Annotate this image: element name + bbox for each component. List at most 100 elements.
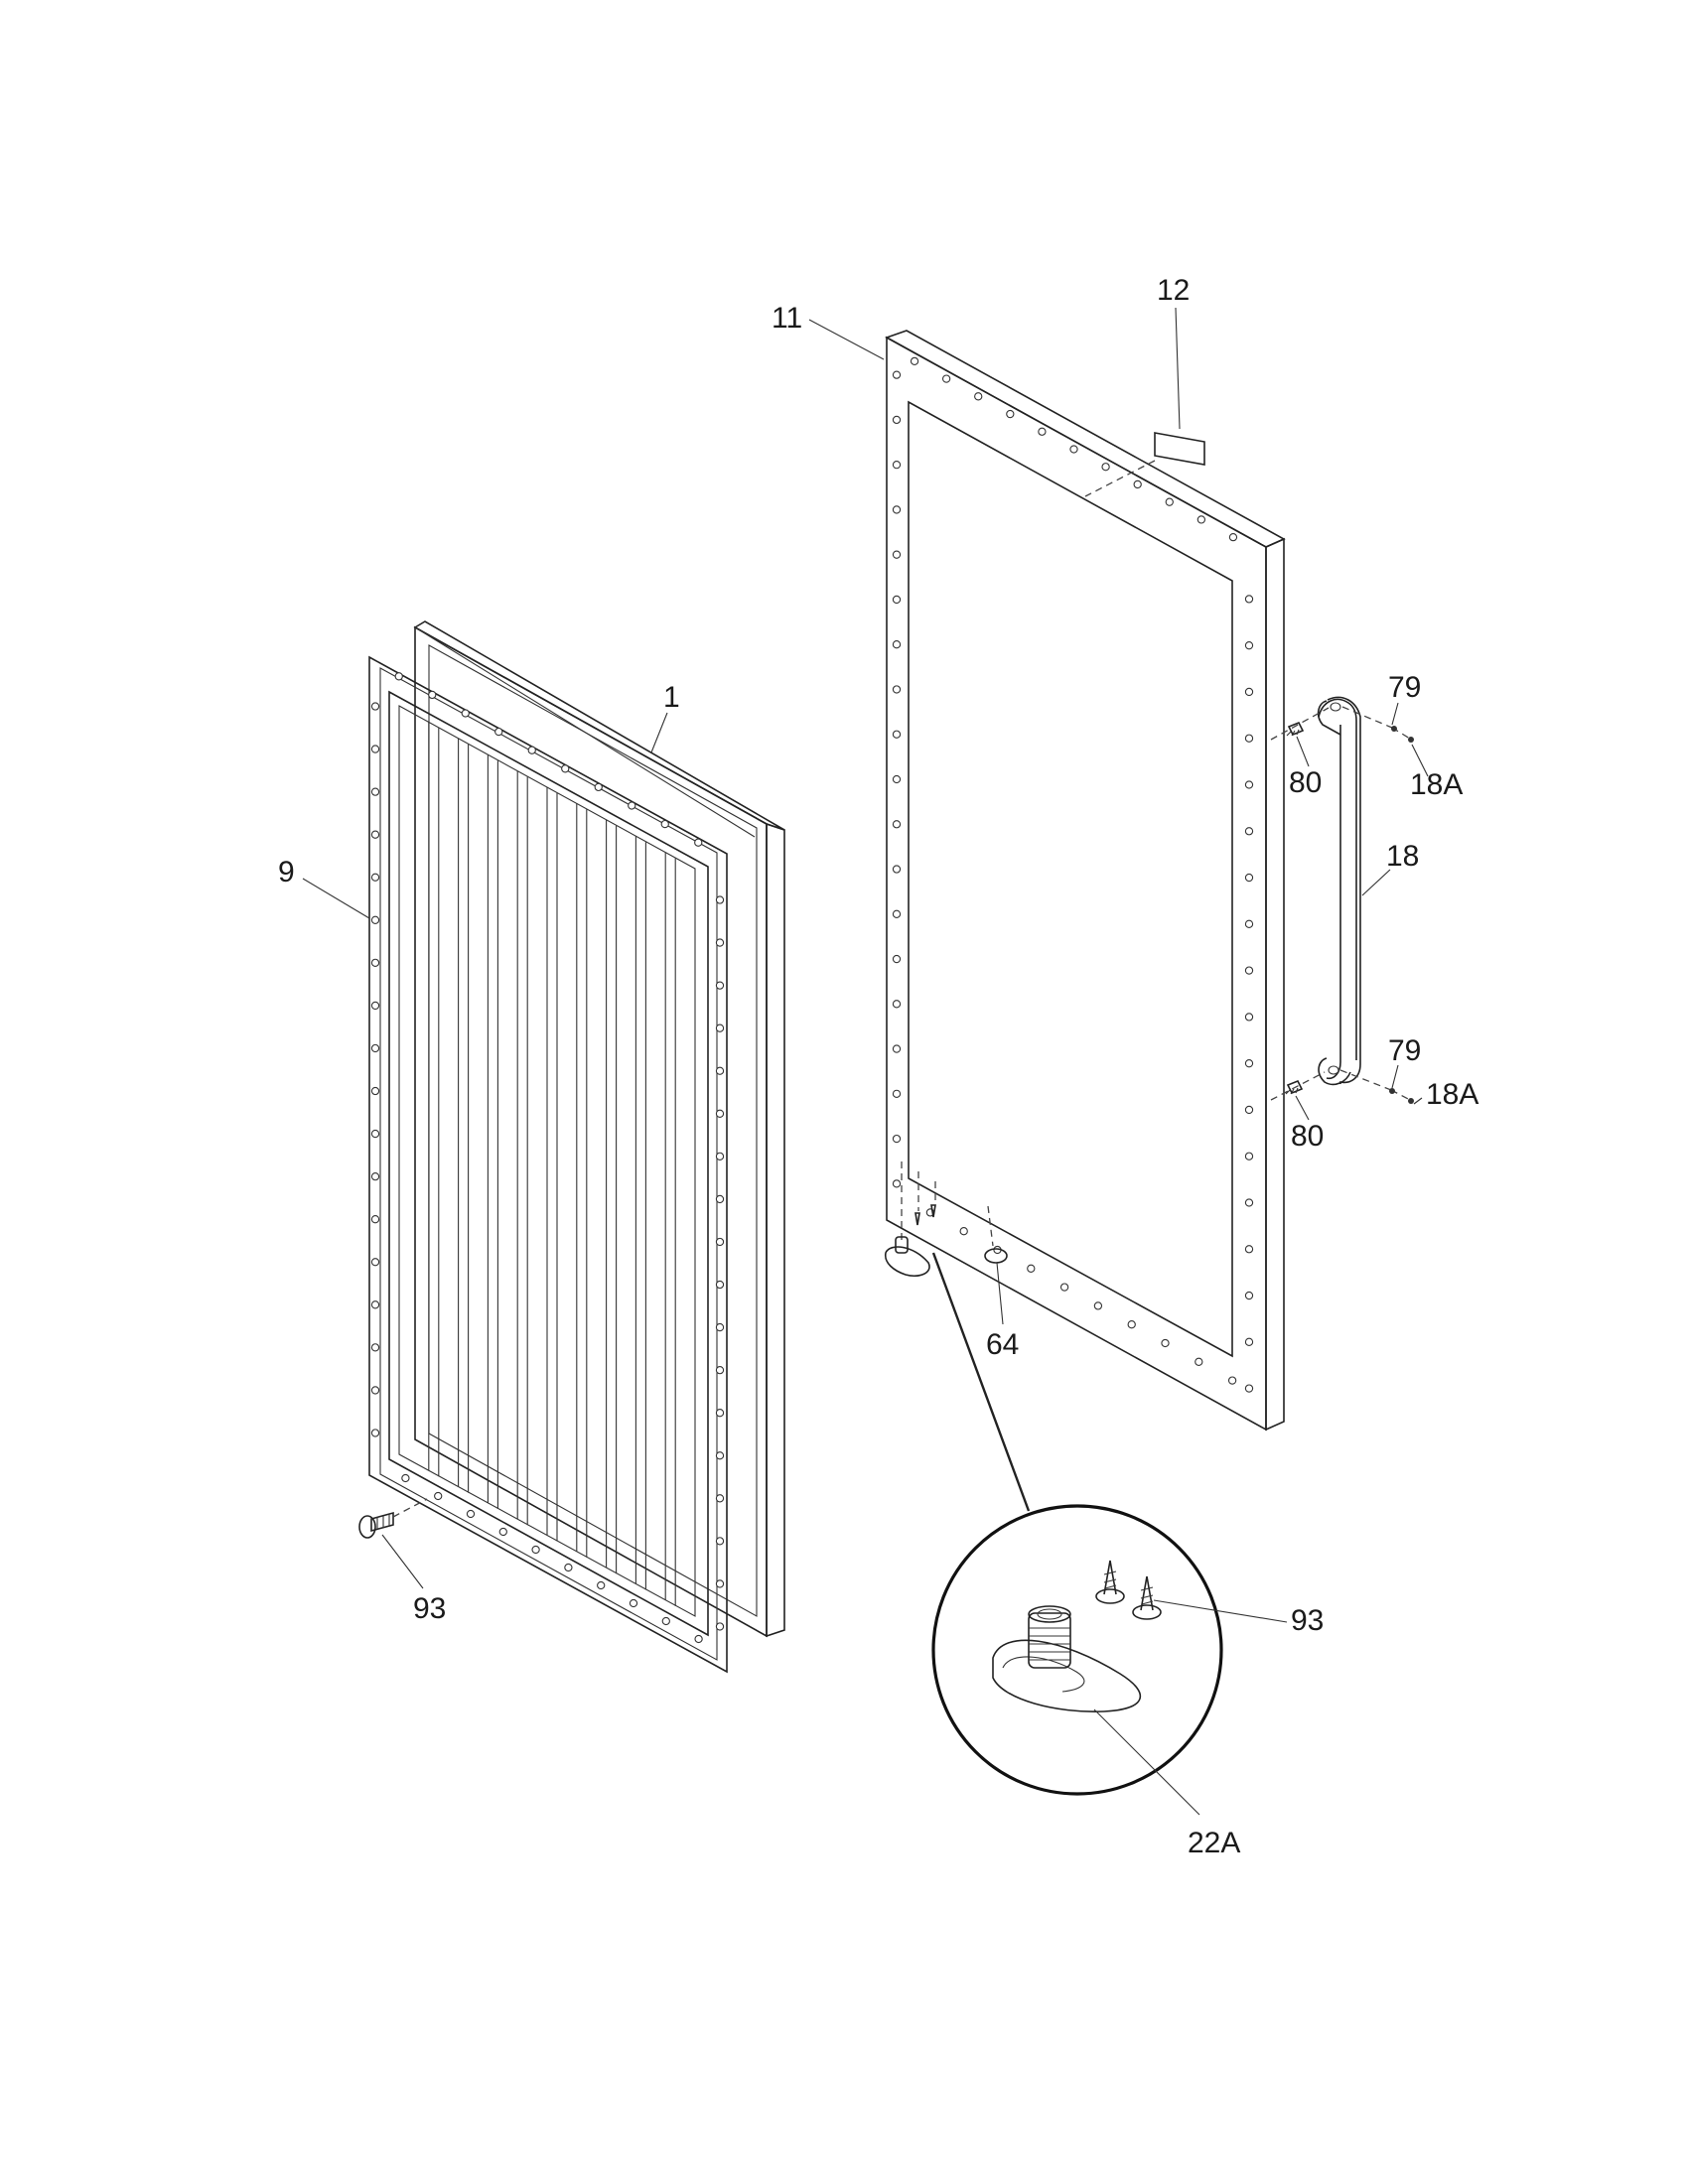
gasket-hole xyxy=(628,801,636,810)
panel-hole xyxy=(1059,1283,1069,1292)
gasket-slats xyxy=(428,722,676,1606)
screw-small-icon xyxy=(914,1204,936,1226)
spacer-ring-icon xyxy=(984,1248,1008,1264)
gasket-hole xyxy=(715,1622,725,1631)
callout-spacer: 64 xyxy=(986,1328,1019,1361)
panel-hole xyxy=(1228,532,1238,542)
panel-hole xyxy=(959,1227,968,1236)
callout-screw-detail: 93 xyxy=(1291,1604,1324,1637)
door-panel-holes xyxy=(892,356,1254,1393)
screw-detail-icon-2 xyxy=(1132,1575,1162,1620)
gasket-hole xyxy=(715,1322,725,1332)
panel-hole xyxy=(1161,1338,1170,1348)
gasket-hole xyxy=(715,1024,725,1032)
panel-hole xyxy=(892,1044,902,1053)
gasket-hole xyxy=(715,938,725,947)
rating-label xyxy=(1084,432,1205,497)
panel-hole xyxy=(1244,827,1254,836)
panel-hole xyxy=(1244,1198,1254,1207)
panel-hole xyxy=(1196,515,1206,524)
gasket-hole xyxy=(370,1343,380,1352)
panel-hole xyxy=(1244,1384,1254,1393)
callout-handle-cap-top: 18A xyxy=(1410,768,1463,801)
hinge-bushing-small-icon xyxy=(884,1236,930,1278)
door-gasket xyxy=(368,655,728,1674)
panel-hole xyxy=(892,640,902,649)
gasket-hole xyxy=(370,915,380,924)
gasket-hole xyxy=(694,838,703,847)
panel-hole xyxy=(1027,1264,1036,1273)
handle-hardware-bottom xyxy=(1270,1069,1414,1104)
panel-hole xyxy=(1244,734,1254,743)
gasket-hole xyxy=(434,1491,443,1501)
callout-door-panel: 11 xyxy=(772,302,802,335)
callout-handle-screw-bottom: 80 xyxy=(1291,1120,1324,1153)
gasket-hole xyxy=(394,672,403,681)
screw-bottom-icon xyxy=(1285,1079,1304,1095)
gasket-hole xyxy=(370,830,380,839)
gasket-hole xyxy=(370,1258,380,1267)
panel-hole xyxy=(1244,1059,1254,1068)
panel-hole xyxy=(892,1089,902,1098)
gasket-hole xyxy=(370,1171,380,1181)
cap-bottom-icon xyxy=(1408,1098,1414,1104)
door-liner xyxy=(413,620,785,1638)
gasket-hole xyxy=(428,690,437,700)
gasket-hole xyxy=(494,727,503,737)
gasket-hole xyxy=(694,1634,703,1644)
panel-hole xyxy=(1244,1291,1254,1300)
screw-gasket-icon xyxy=(358,1498,428,1539)
gasket-hole xyxy=(498,1527,507,1537)
panel-hole xyxy=(1006,409,1015,419)
gasket-hole xyxy=(370,1215,380,1224)
panel-hole xyxy=(1244,687,1254,697)
gasket-hole xyxy=(370,787,380,796)
gasket-hole xyxy=(715,1066,725,1075)
panel-hole xyxy=(892,954,902,964)
detail-magnifier xyxy=(931,1504,1223,1796)
gasket-hole xyxy=(715,1237,725,1247)
gasket-hole xyxy=(660,819,669,829)
gasket-hole xyxy=(370,1386,380,1395)
gasket-hole xyxy=(661,1616,670,1626)
gasket-hole xyxy=(715,1579,725,1588)
gasket-holes xyxy=(370,672,725,1644)
gasket-hole xyxy=(715,981,725,990)
gasket-hole xyxy=(715,895,725,904)
gasket-hole xyxy=(370,1129,380,1139)
callout-handle-plug-top: 79 xyxy=(1388,671,1421,704)
callout-hinge-bushing: 22A xyxy=(1188,1827,1240,1859)
gasket-hole xyxy=(594,782,603,792)
gasket-hole xyxy=(370,958,380,968)
panel-hole xyxy=(1244,1152,1254,1160)
hinge-bushing-detail-icon xyxy=(992,1605,1142,1712)
door-panel xyxy=(885,330,1286,1432)
door-handle xyxy=(1317,696,1361,1086)
gasket-hole xyxy=(370,1429,380,1437)
gasket-hole xyxy=(370,1300,380,1309)
panel-hole xyxy=(892,865,902,874)
panel-hole xyxy=(1244,1105,1254,1115)
panel-hole xyxy=(1244,595,1254,604)
callout-handle: 18 xyxy=(1386,840,1419,873)
panel-hole xyxy=(1101,463,1110,472)
callout-screw-gasket: 93 xyxy=(413,1592,446,1625)
callout-handle-plug-bottom: 79 xyxy=(1388,1034,1421,1067)
panel-hole xyxy=(941,374,951,383)
gasket-hole xyxy=(461,709,470,718)
panel-hole xyxy=(892,1179,902,1188)
panel-hole xyxy=(910,356,919,366)
callout-labels: 11 12 1 9 18 79 18A 80 79 18A 80 64 93 9… xyxy=(278,274,1478,1859)
gasket-hole xyxy=(715,1280,725,1290)
panel-hole xyxy=(1227,1376,1237,1385)
panel-hole xyxy=(1244,641,1254,650)
gasket-hole xyxy=(531,1545,540,1555)
panel-hole xyxy=(892,550,902,559)
gasket-hole xyxy=(597,1580,606,1590)
panel-hole xyxy=(1244,1013,1254,1022)
panel-hole xyxy=(1244,966,1254,975)
panel-hole xyxy=(892,820,902,829)
gasket-hole xyxy=(629,1598,638,1608)
panel-hole xyxy=(1244,873,1254,883)
